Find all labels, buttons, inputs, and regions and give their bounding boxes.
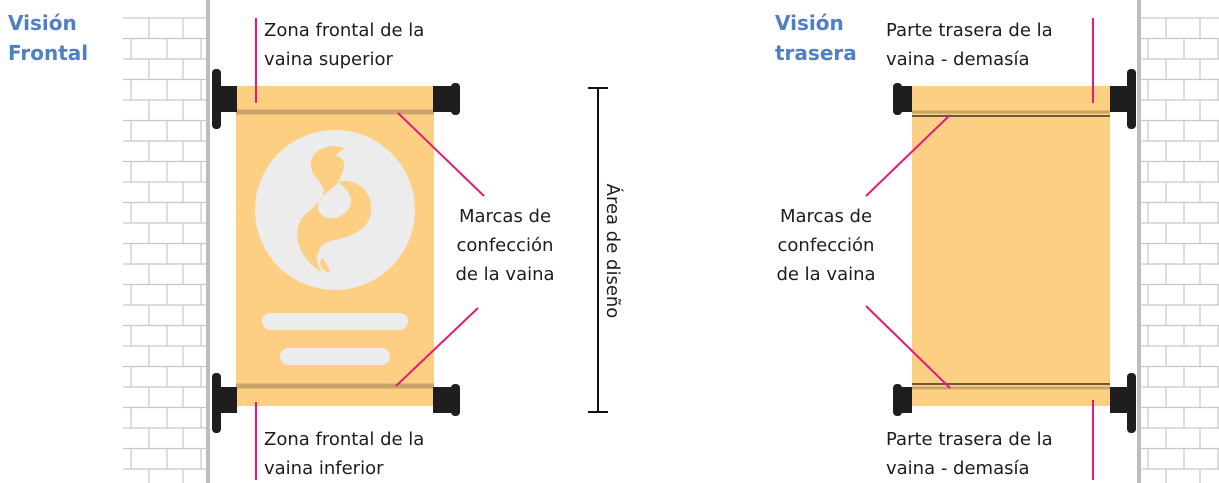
back-banner — [912, 86, 1110, 406]
back-bottom-pole — [893, 373, 1136, 433]
front-marks-line2: confección — [456, 235, 554, 256]
leader-back-marks-bottom — [865, 305, 951, 389]
front-top-zone-label: Zona frontal de la vaina superior — [264, 16, 424, 74]
back-view-title: Visión trasera — [775, 8, 857, 68]
leader-back-marks-top — [865, 114, 951, 197]
front-view-title: Visión Frontal — [8, 8, 88, 68]
front-bottom-pole — [212, 373, 460, 433]
back-marks-line1: Marcas de — [779, 206, 873, 227]
back-marks-line3: de la vaina — [776, 264, 876, 285]
front-bottom-zone-label: Zona frontal de la vaina inferior — [264, 425, 424, 483]
front-text-placeholder-1 — [262, 313, 408, 330]
leader-front-marks-top — [397, 112, 485, 197]
front-bottom-zone-line2: vaina inferior — [264, 458, 384, 479]
brick-wall-left — [123, 0, 210, 483]
back-marks-label: Marcas de confección de la vaina — [763, 202, 889, 289]
back-top-line2: vaina - demasía — [886, 49, 1030, 70]
design-area-label: Área de diseño — [602, 183, 623, 319]
swirl-logo-icon — [297, 146, 372, 272]
back-bottom-line1: Parte trasera de la — [886, 429, 1053, 450]
front-title-line1: Visión — [8, 11, 77, 35]
front-marks-line1: Marcas de — [458, 206, 552, 227]
back-top-label: Parte trasera de la vaina - demasía — [886, 16, 1053, 74]
brick-wall-right — [1137, 0, 1219, 483]
front-marks-line3: de la vaina — [455, 264, 555, 285]
front-bottom-zone-line1: Zona frontal de la — [264, 429, 425, 450]
front-top-zone-line1: Zona frontal de la — [264, 20, 425, 41]
back-title-line1: Visión — [775, 11, 844, 35]
back-bottom-line2: vaina - demasía — [886, 458, 1030, 479]
leader-front-marks-bottom — [395, 307, 479, 387]
back-marks-line2: confección — [777, 235, 875, 256]
back-title-line2: trasera — [775, 41, 857, 65]
back-top-pole — [893, 69, 1136, 129]
front-marks-label: Marcas de confección de la vaina — [445, 202, 565, 289]
design-area-bracket — [588, 87, 608, 413]
front-text-placeholder-2 — [280, 348, 390, 365]
front-title-line2: Frontal — [8, 41, 89, 65]
front-circle — [255, 130, 415, 290]
front-top-zone-line2: vaina superior — [264, 49, 393, 70]
back-bottom-label: Parte trasera de la vaina - demasía — [886, 425, 1053, 483]
front-top-pole — [212, 69, 460, 129]
back-top-line1: Parte trasera de la — [886, 20, 1053, 41]
